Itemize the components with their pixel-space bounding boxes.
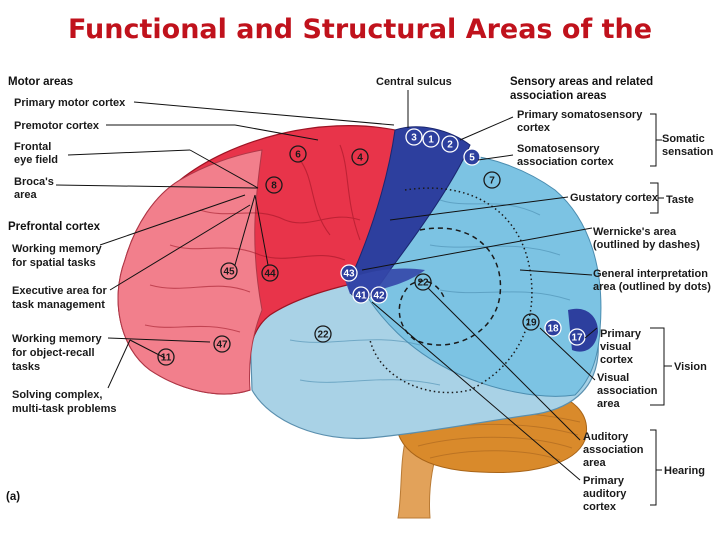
brodmann-area-circle — [422, 130, 440, 148]
exec-label-2: task management — [12, 299, 105, 311]
page-title: Functional and Structural Areas of the — [67, 14, 653, 45]
brodmann-area-number: 2 — [447, 140, 453, 151]
brodmann-area-circle — [463, 148, 481, 166]
auditory-assoc-label-3: area — [583, 457, 607, 469]
brodmann-area-circle — [261, 264, 279, 282]
general-label-1: General interpretation — [593, 268, 708, 280]
frontal-eye-label-2: eye field — [14, 154, 58, 166]
brodmann-area-circle — [314, 325, 332, 343]
frontal-eye-label-1: Frontal — [14, 141, 51, 153]
primary-motor-label: Primary motor cortex — [14, 97, 126, 109]
brodmann-area-circle — [483, 171, 501, 189]
brodmann-area-number: 43 — [343, 269, 355, 280]
prefrontal-cortex — [117, 149, 263, 395]
brodmann-area-number: 7 — [489, 176, 495, 187]
soma-assoc-label-1: Somatosensory — [517, 143, 600, 155]
brodmann-area-number: 45 — [223, 267, 235, 278]
figure-label: (a) — [6, 491, 20, 503]
wm-object-label-3: tasks — [12, 361, 40, 373]
solving-label-1: Solving complex, — [12, 389, 102, 401]
brodmann-area-number: 8 — [271, 181, 277, 192]
motor-areas-header: Motor areas — [8, 76, 73, 88]
brodmann-area-circle — [289, 145, 307, 163]
brodmann-area-number: 3 — [411, 133, 417, 144]
prefrontal-header: Prefrontal cortex — [8, 221, 101, 233]
broca-label-1: Broca's — [14, 176, 54, 188]
brodmann-area-circle — [568, 328, 586, 346]
primary-visual-label-1: Primary — [600, 328, 642, 340]
visual-assoc-label-1: Visual — [597, 372, 629, 384]
brodmann-area-circle — [414, 273, 432, 291]
gustatory-label: Gustatory cortex — [570, 192, 659, 204]
sensory-header-1: Sensory areas and related — [510, 76, 653, 88]
primary-soma-label-2: cortex — [517, 122, 551, 134]
primary-soma-label-1: Primary somatosensory — [517, 109, 643, 121]
vision-label: Vision — [674, 361, 707, 373]
wernicke-label-1: Wernicke's area — [593, 226, 677, 238]
brodmann-area-circle — [340, 264, 358, 282]
wm-object-label-2: for object-recall — [12, 347, 95, 359]
primary-visual-label-2: visual — [600, 341, 631, 353]
brackets — [650, 113, 672, 506]
brodmann-area-number: 19 — [525, 318, 537, 329]
visual-assoc-label-3: area — [597, 398, 621, 410]
brodmann-area-number: 17 — [571, 333, 583, 344]
primary-aud-label-2: auditory — [583, 488, 627, 500]
brodmann-area-number: 41 — [355, 291, 367, 302]
brodmann-area-circle — [220, 262, 238, 280]
wm-spatial-label-1: Working memory — [12, 243, 103, 255]
brodmann-area-number: 18 — [547, 324, 559, 335]
sensory-header-2: association areas — [510, 90, 607, 102]
exec-label-1: Executive area for — [12, 285, 107, 297]
brodmann-area-circle — [522, 313, 540, 331]
brodmann-area-circle — [352, 286, 370, 304]
brodmann-area-number: 22 — [417, 278, 429, 289]
brodmann-area-circle — [544, 319, 562, 337]
wernicke-label-2: (outlined by dashes) — [593, 239, 700, 251]
brodmann-area-number: 42 — [373, 291, 385, 302]
brodmann-area-number: 5 — [469, 153, 475, 164]
premotor-label: Premotor cortex — [14, 120, 100, 132]
primary-visual-label-3: cortex — [600, 354, 634, 366]
auditory-assoc-label-1: Auditory — [583, 431, 629, 443]
brodmann-area-number: 6 — [295, 150, 301, 161]
brodmann-area-circle — [265, 176, 283, 194]
leader-lines — [55, 90, 598, 481]
brodmann-area-circle — [213, 335, 231, 353]
hearing-label: Hearing — [664, 465, 705, 477]
somatic-label-2: sensation — [662, 146, 714, 158]
brodmann-area-circle — [441, 135, 459, 153]
soma-assoc-label-2: association cortex — [517, 156, 614, 168]
brodmann-area-circle — [370, 286, 388, 304]
brodmann-area-number: 47 — [216, 340, 228, 351]
brodmann-area-number: 1 — [428, 135, 434, 146]
primary-aud-label-1: Primary — [583, 475, 625, 487]
solving-label-2: multi-task problems — [12, 403, 117, 415]
brodmann-area-number: 22 — [317, 330, 329, 341]
brodmann-area-circle — [405, 128, 423, 146]
central-sulcus-label: Central sulcus — [376, 76, 452, 88]
wm-spatial-label-2: for spatial tasks — [12, 257, 96, 269]
wm-object-label-1: Working memory — [12, 333, 103, 345]
brodmann-area-number: 11 — [161, 353, 172, 364]
brodmann-area-circle — [157, 348, 175, 366]
auditory-assoc-label-2: association — [583, 444, 644, 456]
primary-aud-label-3: cortex — [583, 501, 617, 513]
general-label-2: area (outlined by dots) — [593, 281, 711, 293]
broca-label-2: area — [14, 189, 38, 201]
brodmann-area-number: 44 — [264, 269, 276, 280]
visual-assoc-label-2: association — [597, 385, 658, 397]
taste-label: Taste — [666, 194, 694, 206]
somatic-label-1: Somatic — [662, 133, 705, 145]
brodmann-area-circle — [351, 148, 369, 166]
brodmann-area-number: 4 — [357, 153, 363, 164]
